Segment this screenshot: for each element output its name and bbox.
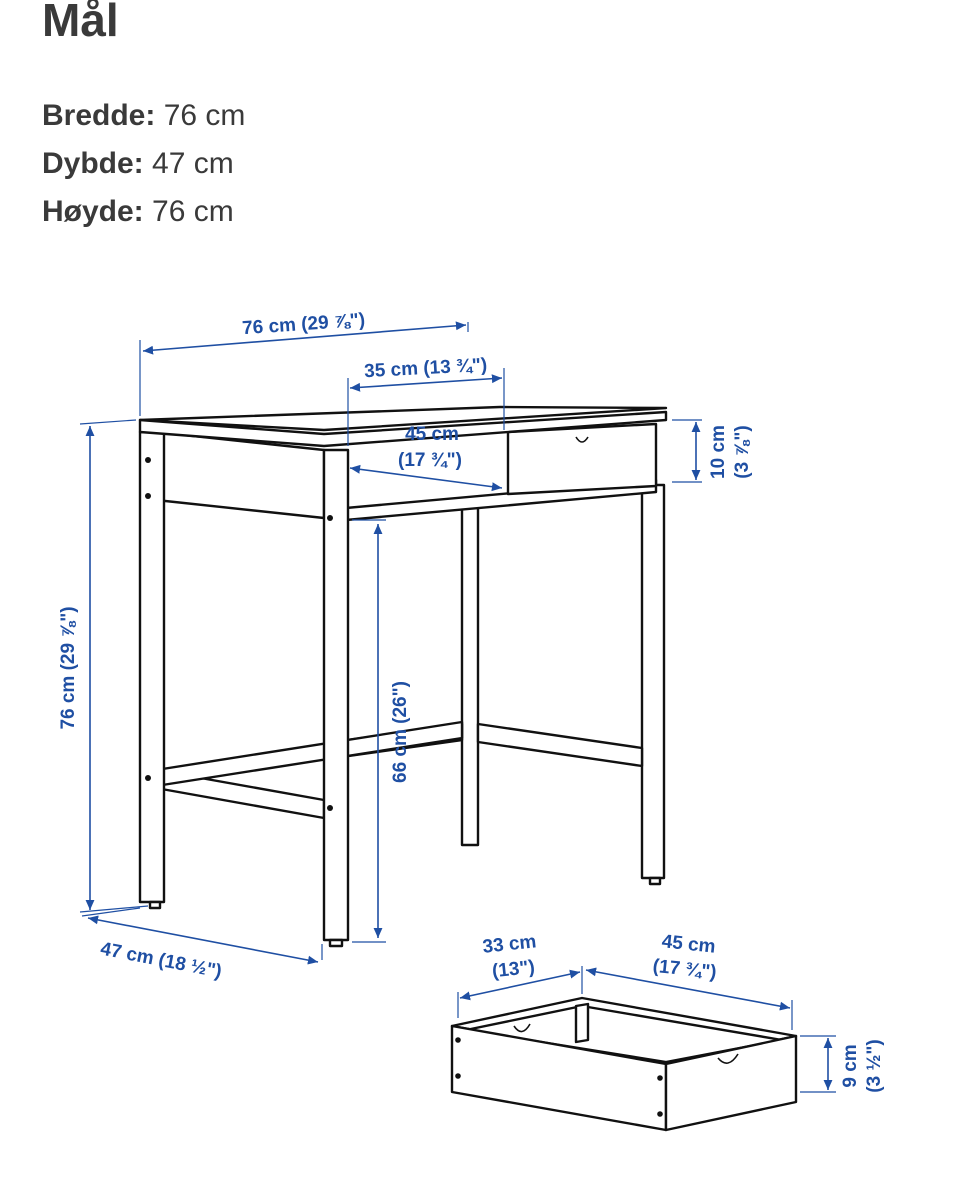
drawer-notch xyxy=(513,1023,531,1033)
label-depth: 47 cm (18 ½") xyxy=(99,939,224,983)
dim-line-depth xyxy=(87,915,319,965)
label-total-height: 76 cm (29 ⅞") xyxy=(58,606,79,729)
table-top-edge xyxy=(138,410,668,448)
screw xyxy=(657,1111,663,1117)
screw xyxy=(657,1075,663,1081)
label-drawer-front-line1: 10 cm xyxy=(708,425,729,479)
front-right-foot xyxy=(328,938,344,948)
dim-line-drawer-width xyxy=(459,969,581,1001)
spec-height: Høyde: 76 cm xyxy=(42,188,245,236)
extension-line xyxy=(81,907,141,917)
right-stretcher xyxy=(476,722,644,768)
back-right-foot xyxy=(648,876,662,886)
dim-line-drawer-depth xyxy=(585,967,791,1011)
back-right-leg xyxy=(640,483,666,880)
table-top xyxy=(138,405,668,432)
back-left-leg xyxy=(460,498,480,847)
desk-drawing xyxy=(138,405,668,948)
spec-height-label: Høyde: xyxy=(42,195,144,228)
screw xyxy=(145,457,151,463)
screw xyxy=(455,1073,461,1079)
label-opening-line1: 45 cm xyxy=(405,424,459,445)
label-drawer-width-line1: 33 cm xyxy=(482,931,538,958)
drawer-divider xyxy=(574,1002,590,1044)
front-left-foot xyxy=(148,900,162,910)
drawer-handle-cutout xyxy=(575,436,589,443)
label-drawer-height-line2: (3 ½") xyxy=(864,1039,885,1092)
drawer-side-panel xyxy=(664,1034,798,1132)
dim-line-opening xyxy=(349,464,503,492)
spec-height-value: 76 cm xyxy=(152,195,234,228)
screw xyxy=(145,493,151,499)
extension-line xyxy=(79,905,149,913)
label-drawer-depth-line2: (17 ¾") xyxy=(652,956,718,984)
label-opening-line2: (17 ¾") xyxy=(398,450,462,471)
label-drawer-front-line2: (3 ⅞") xyxy=(732,425,753,478)
drawer-drawing xyxy=(450,996,798,1132)
screw xyxy=(455,1037,461,1043)
label-inner-width: 35 cm (13 ¾") xyxy=(364,355,488,382)
screw xyxy=(327,515,333,521)
page-title: Mål xyxy=(42,0,119,46)
dim-line-top-width xyxy=(142,321,467,355)
spec-width-value: 76 cm xyxy=(163,99,246,132)
spec-depth-value: 47 cm xyxy=(152,147,234,180)
front-right-leg xyxy=(322,448,350,942)
spec-depth: Dybde: 47 cm xyxy=(42,140,245,188)
left-back-stretcher xyxy=(154,720,464,788)
drawer-notch xyxy=(717,1053,739,1064)
dimension-lines xyxy=(79,321,836,1093)
drawer-front xyxy=(506,422,658,496)
dim-line-inner-width xyxy=(349,374,503,392)
spec-depth-label: Dybde: xyxy=(42,147,144,180)
spec-width-label: Bredde: xyxy=(42,99,156,132)
label-drawer-width-line2: (13") xyxy=(491,957,536,982)
label-drawer-depth-line1: 45 cm xyxy=(661,931,717,958)
label-clearance-height: 66 cm (26") xyxy=(390,681,411,783)
label-drawer-height-line1: 9 cm xyxy=(840,1044,861,1087)
front-left-leg xyxy=(138,430,166,904)
extension-line xyxy=(79,419,137,425)
screw xyxy=(327,805,333,811)
spec-width: Bredde: 76 cm xyxy=(42,92,245,140)
specs-list: Bredde: 76 cm Dybde: 47 cm Høyde: 76 cm xyxy=(42,92,245,236)
screw xyxy=(145,775,151,781)
